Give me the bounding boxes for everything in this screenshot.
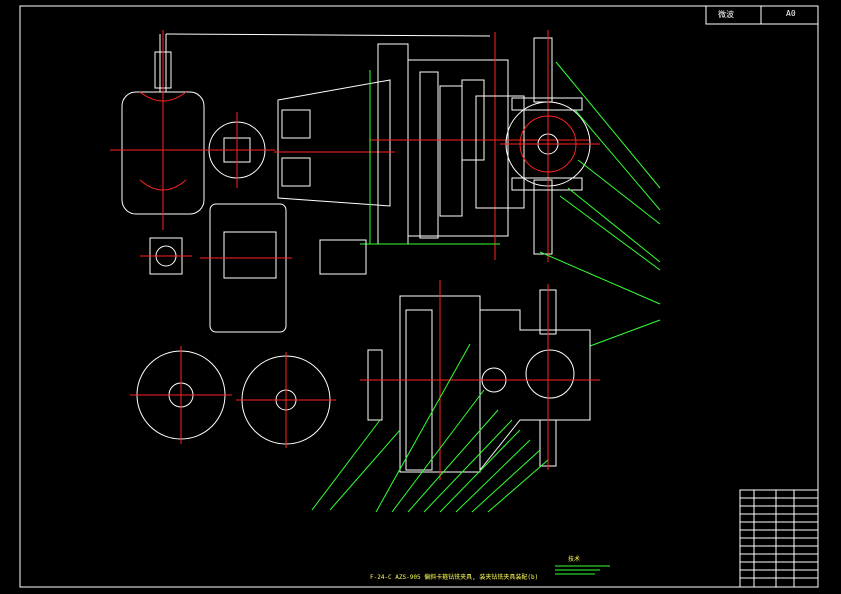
bracket-view: [200, 203, 367, 333]
technical-notes-lines: [555, 565, 610, 575]
title-cell-left: 微波: [718, 10, 734, 19]
section-a-a: [130, 346, 232, 444]
flange-view: [200, 112, 275, 188]
pump-body-view: [110, 30, 491, 230]
drawing-caption: F-24-C AZS-905 偏斜卡箍钻铣夹具, 装夹钻铣夹具装配(b): [370, 574, 539, 581]
parts-list-table: [739, 489, 819, 588]
lever-section: [274, 79, 395, 207]
section-c-c: [140, 237, 192, 275]
outer-frame: [19, 5, 819, 588]
leader-lines-right: [539, 61, 661, 347]
notes-heading: 技术: [568, 556, 581, 563]
main-assembly-view: [360, 32, 590, 260]
leader-lines-bottom: [311, 343, 549, 513]
gear-housing-view: [475, 30, 600, 262]
lower-front-view: [360, 280, 600, 480]
title-cell-right: A0: [786, 9, 796, 18]
top-title-block: [705, 5, 819, 25]
section-b-b: [236, 352, 336, 448]
